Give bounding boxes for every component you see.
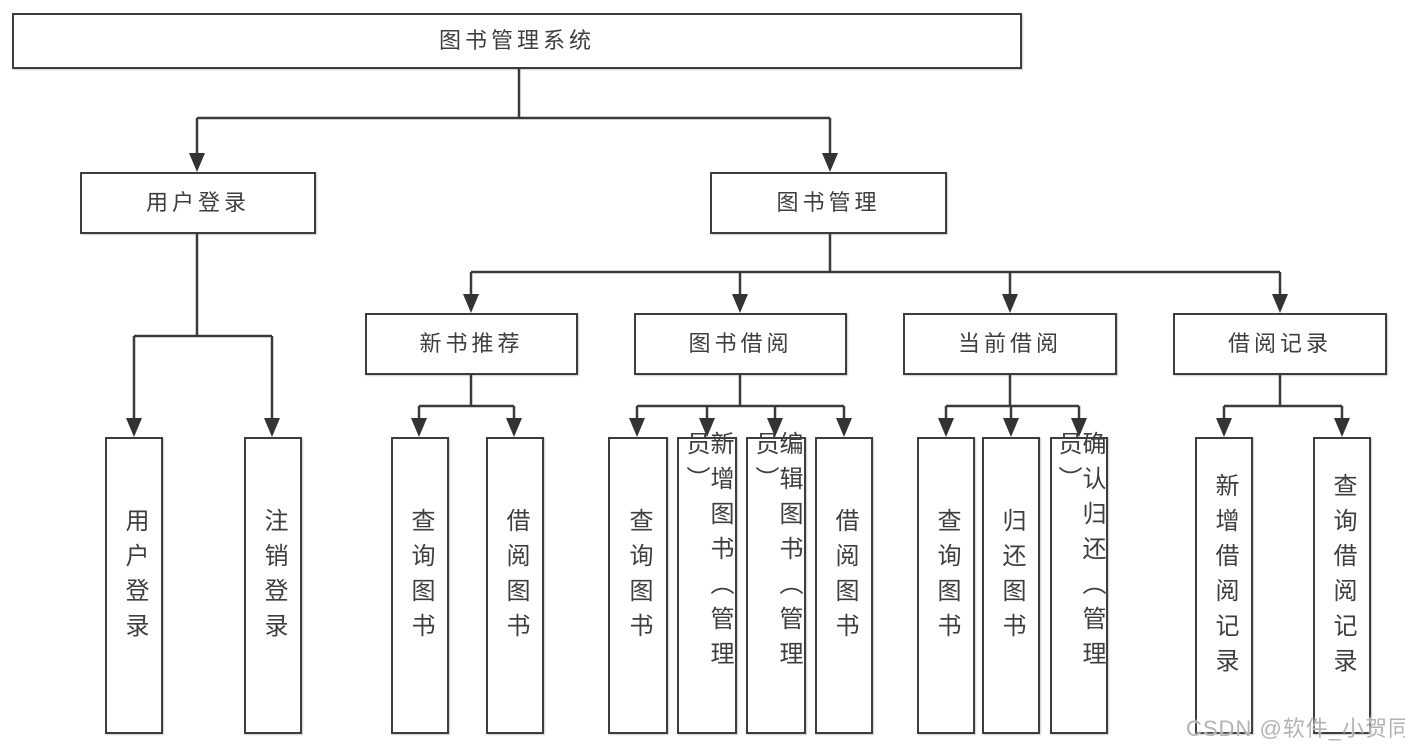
arrowhead-g3-borrow [836,418,852,437]
connector-user-login-children [132,234,274,421]
arrowhead-g3-edit [767,418,783,437]
node-label: 图书管理系统 [438,28,595,53]
node-label: 新增图书（管理员） [682,431,733,676]
leaf-return-books: 归还图书 [982,437,1040,734]
leaf-borrow-books-recommend: 借阅图书 [486,437,544,734]
leaf-query-borrow-record: 查询借阅记录 [1313,437,1371,734]
node-label: 借阅图书 [831,507,858,648]
connector-root-to-level2 [195,69,832,156]
node-label: 用户登录 [145,190,250,215]
node-label: 图书借阅 [688,331,793,356]
node-label: 用户登录 [121,507,148,648]
node-label: 确认归还（管理员） [1054,431,1105,676]
arrowhead-g2-query [411,418,427,437]
arrowhead-new-book [463,294,479,313]
arrowhead-g5-query [1334,418,1350,437]
node-label: 新增借阅记录 [1211,472,1238,683]
leaf-add-books-admin: 新增图书（管理员） [677,431,737,734]
arrowhead-g2-borrow [506,418,522,437]
arrowhead-book-management [822,153,838,172]
node-label: 编辑图书（管理员） [751,431,802,676]
node-label: 查询借阅记录 [1329,472,1356,683]
connector-borrow-record-children [1222,375,1344,421]
leaf-query-books-borrow: 查询图书 [608,437,668,734]
leaf-add-borrow-record: 新增借阅记录 [1195,437,1253,734]
arrowhead-g3-query [629,418,645,437]
leaf-confirm-return-admin: 确认归还（管理员） [1050,431,1108,734]
node-root-book-management-system: 图书管理系统 [12,13,1022,69]
node-label: 借阅记录 [1227,331,1332,356]
node-label: 注销登录 [260,507,287,648]
arrowhead-book-borrow [732,294,748,313]
connector-new-book-children [417,375,516,421]
node-book-borrow: 图书借阅 [634,313,847,375]
node-label: 查询图书 [625,507,652,648]
leaf-user-login: 用户登录 [105,437,163,734]
node-label: 新书推荐 [419,331,524,356]
csdn-watermark: CSDN @软件_小贺同学 [1186,716,1405,741]
arrowhead-g3-add [699,418,715,437]
node-label: 查询图书 [407,507,434,648]
arrowhead-g4-query [938,418,954,437]
node-label: 查询图书 [933,507,960,648]
connector-book-borrow-children [635,375,846,421]
arrowhead-g5-add [1216,418,1232,437]
arrowhead-g4-return [1003,418,1019,437]
node-book-management-branch: 图书管理 [710,172,947,234]
leaf-query-books-recommend: 查询图书 [391,437,449,734]
node-label: 当前借阅 [957,331,1062,356]
arrowhead-leaf-user-login [126,418,142,437]
node-new-book-recommend: 新书推荐 [365,313,578,375]
arrowhead-current-borrow [1002,294,1018,313]
arrowhead-user-login [189,153,205,172]
node-label: 图书管理 [776,190,881,215]
leaf-borrow-books: 借阅图书 [815,437,873,734]
arrowhead-g4-confirm [1071,418,1087,437]
connector-book-management-children [469,234,1282,297]
leaf-query-books-current: 查询图书 [917,437,975,734]
node-label: 归还图书 [998,507,1025,648]
node-label: 借阅图书 [502,507,529,648]
connector-current-borrow-children [944,375,1081,421]
arrowhead-borrow-record [1272,294,1288,313]
leaf-logout: 注销登录 [244,437,302,734]
arrowhead-leaf-logout [264,418,280,437]
node-borrow-record: 借阅记录 [1173,313,1387,375]
node-user-login-branch: 用户登录 [80,172,316,234]
node-current-borrow: 当前借阅 [903,313,1117,375]
leaf-edit-books-admin: 编辑图书（管理员） [746,431,806,734]
